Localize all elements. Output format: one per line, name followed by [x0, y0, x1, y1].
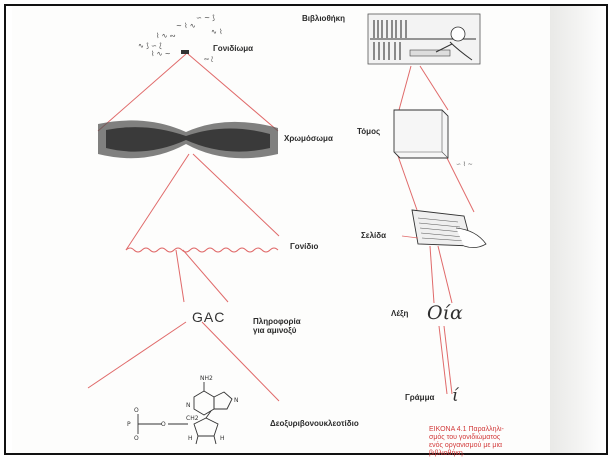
atom-nh2: NH2: [200, 375, 213, 382]
label-genome: Γονιδίωμα: [213, 44, 253, 53]
label-gene: Γονίδιο: [290, 242, 318, 251]
molecule-atoms: NH2 N N O O O P CH2 H H: [127, 375, 239, 442]
chromosome-shape: [98, 120, 278, 158]
diagram-art: ∿ ⟆ ∽ ⟅ ⌇ ∿ ∾ ~ ⌇ ∿ ∽ ~ ⟆ ∿ ⌇ ⌇ ∿ ~ ∾ ⟅: [6, 6, 606, 453]
volume-book: ∽ ⌇ ~: [394, 110, 473, 168]
label-word: Λέξη: [391, 309, 408, 318]
label-nucleotide: Δεοξυριβονουκλεοτίδιο: [270, 419, 359, 428]
atom-o: O: [134, 435, 139, 442]
atom-o: O: [161, 421, 166, 428]
letter-sample: ί: [452, 386, 459, 406]
svg-text:⌇ ∿ ~: ⌇ ∿ ~: [151, 50, 171, 58]
svg-text:∽ ~ ⟆: ∽ ~ ⟆: [196, 14, 215, 22]
atom-o: O: [134, 407, 139, 414]
nucleotide-molecule: [138, 382, 232, 444]
library-illustration: [368, 14, 480, 64]
genome-fragments: ∿ ⟆ ∽ ⟅ ⌇ ∿ ∾ ~ ⌇ ∿ ∽ ~ ⟆ ∿ ⌇ ⌇ ∿ ~ ∾ ⟅: [138, 14, 223, 63]
label-volume: Τόμος: [357, 127, 380, 136]
svg-text:∿ ⌇: ∿ ⌇: [211, 28, 223, 36]
atom-n: N: [234, 397, 239, 404]
atom-n: N: [186, 402, 191, 409]
svg-text:∿ ⟆ ∽ ⟅: ∿ ⟆ ∽ ⟅: [138, 42, 162, 50]
label-letter: Γράμμα: [405, 393, 434, 402]
label-page: Σελίδα: [361, 231, 386, 240]
gac-codon: GAC: [192, 309, 225, 325]
funnel-lines-left: [88, 54, 279, 401]
atom-h: H: [220, 435, 225, 442]
page-open-book: [412, 210, 486, 248]
atom-h: H: [188, 435, 193, 442]
gene-wavy-edge: [126, 248, 278, 252]
label-library: Βιβλιοθήκη: [302, 14, 345, 23]
svg-text:⌇ ∿ ∾: ⌇ ∿ ∾: [156, 32, 176, 40]
atom-ch2: CH2: [186, 415, 199, 422]
label-information-line1: Πληροφορία: [253, 317, 301, 326]
word-sample: Οία: [427, 302, 463, 324]
label-information-line2: για αμινοξύ: [253, 326, 296, 335]
svg-text:~ ⌇ ∿: ~ ⌇ ∿: [176, 22, 196, 30]
label-chromosome: Χρωμόσωμα: [284, 134, 333, 143]
atom-p: P: [127, 421, 131, 428]
figure-caption: ΕΙΚΟΝΑ 4.1 Παραλληλι- σμός του γονιδιώμα…: [429, 426, 504, 458]
svg-text:∽ ⌇ ~: ∽ ⌇ ~: [456, 161, 473, 168]
label-information: Πληροφορία για αμινοξύ: [253, 317, 301, 335]
svg-text:∾ ⟅: ∾ ⟅: [204, 56, 214, 63]
figure-frame: ∿ ⟆ ∽ ⟅ ⌇ ∿ ∾ ~ ⌇ ∿ ∽ ~ ⟆ ∿ ⌇ ⌇ ∿ ~ ∾ ⟅: [4, 4, 608, 455]
